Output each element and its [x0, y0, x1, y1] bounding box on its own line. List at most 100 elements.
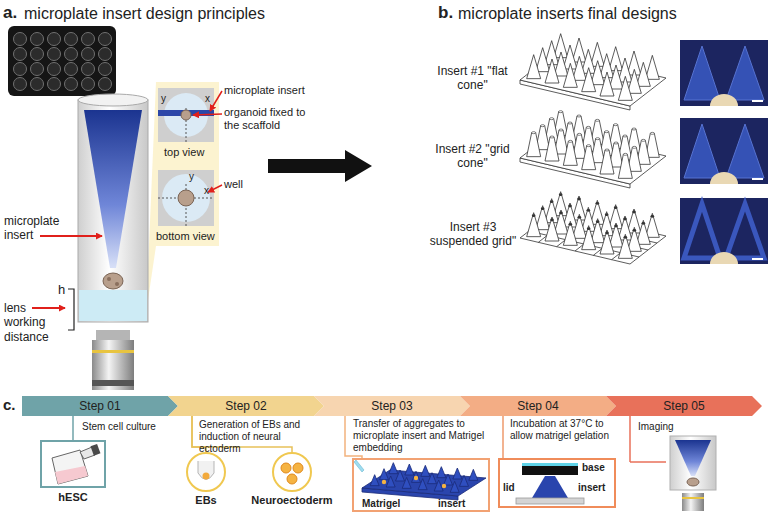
organoid	[687, 478, 699, 486]
cone-hole	[633, 229, 637, 232]
transition-arrow	[268, 150, 372, 182]
plate-well	[82, 78, 95, 91]
cone-top	[586, 126, 590, 128]
cone-top	[595, 119, 599, 121]
chevron-shape	[606, 396, 762, 416]
cone-hole	[587, 209, 591, 212]
axis-label: y	[161, 93, 166, 105]
cone-top	[596, 138, 600, 140]
node-outline	[272, 452, 312, 492]
plate-well	[65, 63, 78, 76]
microplate-photo	[8, 26, 116, 96]
red-arrow	[40, 235, 102, 237]
objective-band	[682, 497, 704, 499]
photo-well	[710, 172, 738, 184]
cone-top	[641, 139, 645, 141]
dimension-label: h	[58, 282, 65, 298]
grid-cone	[618, 154, 632, 178]
grid-cone	[527, 133, 541, 157]
part-label: microplate insert	[4, 214, 72, 243]
incubation-box: baselidinsert	[498, 458, 616, 508]
cone-hole	[614, 225, 618, 228]
objective-tip	[96, 330, 130, 340]
flat-cone	[434, 480, 443, 491]
neuroectoderm-circle: Neuroectoderm	[272, 452, 312, 492]
cone-top	[568, 140, 572, 142]
embedding-box: Matrigelinsert	[352, 458, 490, 512]
suspended-cone	[527, 213, 541, 237]
aggregate	[293, 463, 303, 473]
cone-top	[577, 115, 581, 117]
cone-hole	[550, 200, 554, 203]
cone-top	[623, 153, 627, 155]
flat-cone	[545, 59, 559, 83]
circle-outline	[187, 453, 225, 491]
aggregate	[287, 474, 297, 484]
flat-cone	[405, 464, 414, 475]
plate-well	[99, 63, 112, 76]
plate-well	[99, 48, 112, 61]
aggregate	[281, 463, 291, 473]
step-description: Transfer of aggregates to microplate ins…	[353, 418, 485, 454]
grid-cone	[582, 146, 596, 170]
imaging-cone	[675, 440, 711, 476]
step-label: Step 02	[168, 396, 324, 416]
flat-cone	[469, 469, 478, 480]
imaging-lens	[682, 493, 704, 511]
objective-band	[92, 380, 134, 386]
plate-well	[31, 33, 44, 46]
node-label: hESC	[36, 491, 110, 504]
height-bracket	[68, 289, 74, 330]
aggregate	[442, 484, 446, 488]
node-outline	[186, 452, 226, 492]
cone-hole	[596, 220, 600, 223]
cone-hole	[642, 222, 646, 225]
design-label: Insert #2 "grid cone"	[435, 142, 510, 171]
cone-hole	[651, 215, 655, 218]
objective-lens	[92, 340, 134, 390]
tube-rim	[78, 94, 148, 106]
flask-medium	[55, 466, 88, 484]
red-arrow	[210, 91, 222, 111]
insert-drawings	[520, 34, 666, 264]
plate-well	[14, 63, 27, 76]
part-label: microplate insert	[224, 84, 316, 97]
plate-well	[14, 33, 27, 46]
step-label: Step 03	[314, 396, 470, 416]
cone-top	[587, 145, 591, 147]
flat-cone	[428, 473, 437, 484]
view-label: top view	[164, 146, 204, 159]
well-tube	[78, 100, 148, 322]
photo-well	[710, 94, 738, 106]
cone-top	[632, 128, 636, 130]
plate-well	[14, 48, 27, 61]
plate-well	[99, 78, 112, 91]
aggregate	[382, 480, 386, 484]
aggregate	[414, 476, 418, 480]
chevron-shape	[168, 396, 324, 416]
cone-top	[577, 133, 581, 135]
cone-hole	[632, 211, 636, 214]
photo-cone	[726, 46, 764, 100]
flat-cone	[370, 475, 379, 486]
panel-title: microplate insert design principles	[24, 4, 265, 23]
panel-letter: c.	[3, 396, 16, 414]
cone-top	[568, 122, 572, 124]
imaging-tube	[670, 436, 716, 490]
step-chevron: Step 04	[460, 396, 616, 416]
flat-cone	[527, 55, 541, 79]
cone-top	[550, 118, 554, 120]
plate-well	[31, 78, 44, 91]
plate-well	[31, 63, 44, 76]
cone-hole	[623, 218, 627, 221]
node-label: base	[582, 462, 605, 474]
photo-well	[710, 252, 738, 264]
flat-cone	[402, 477, 411, 488]
panel-title: microplate inserts final designs	[458, 4, 677, 23]
flat-cone	[450, 481, 459, 492]
organoid	[181, 110, 191, 120]
flat-cone	[421, 465, 430, 476]
view-label: bottom view	[156, 230, 215, 243]
step-label: Step 05	[606, 396, 762, 416]
photo-cone	[684, 204, 720, 258]
